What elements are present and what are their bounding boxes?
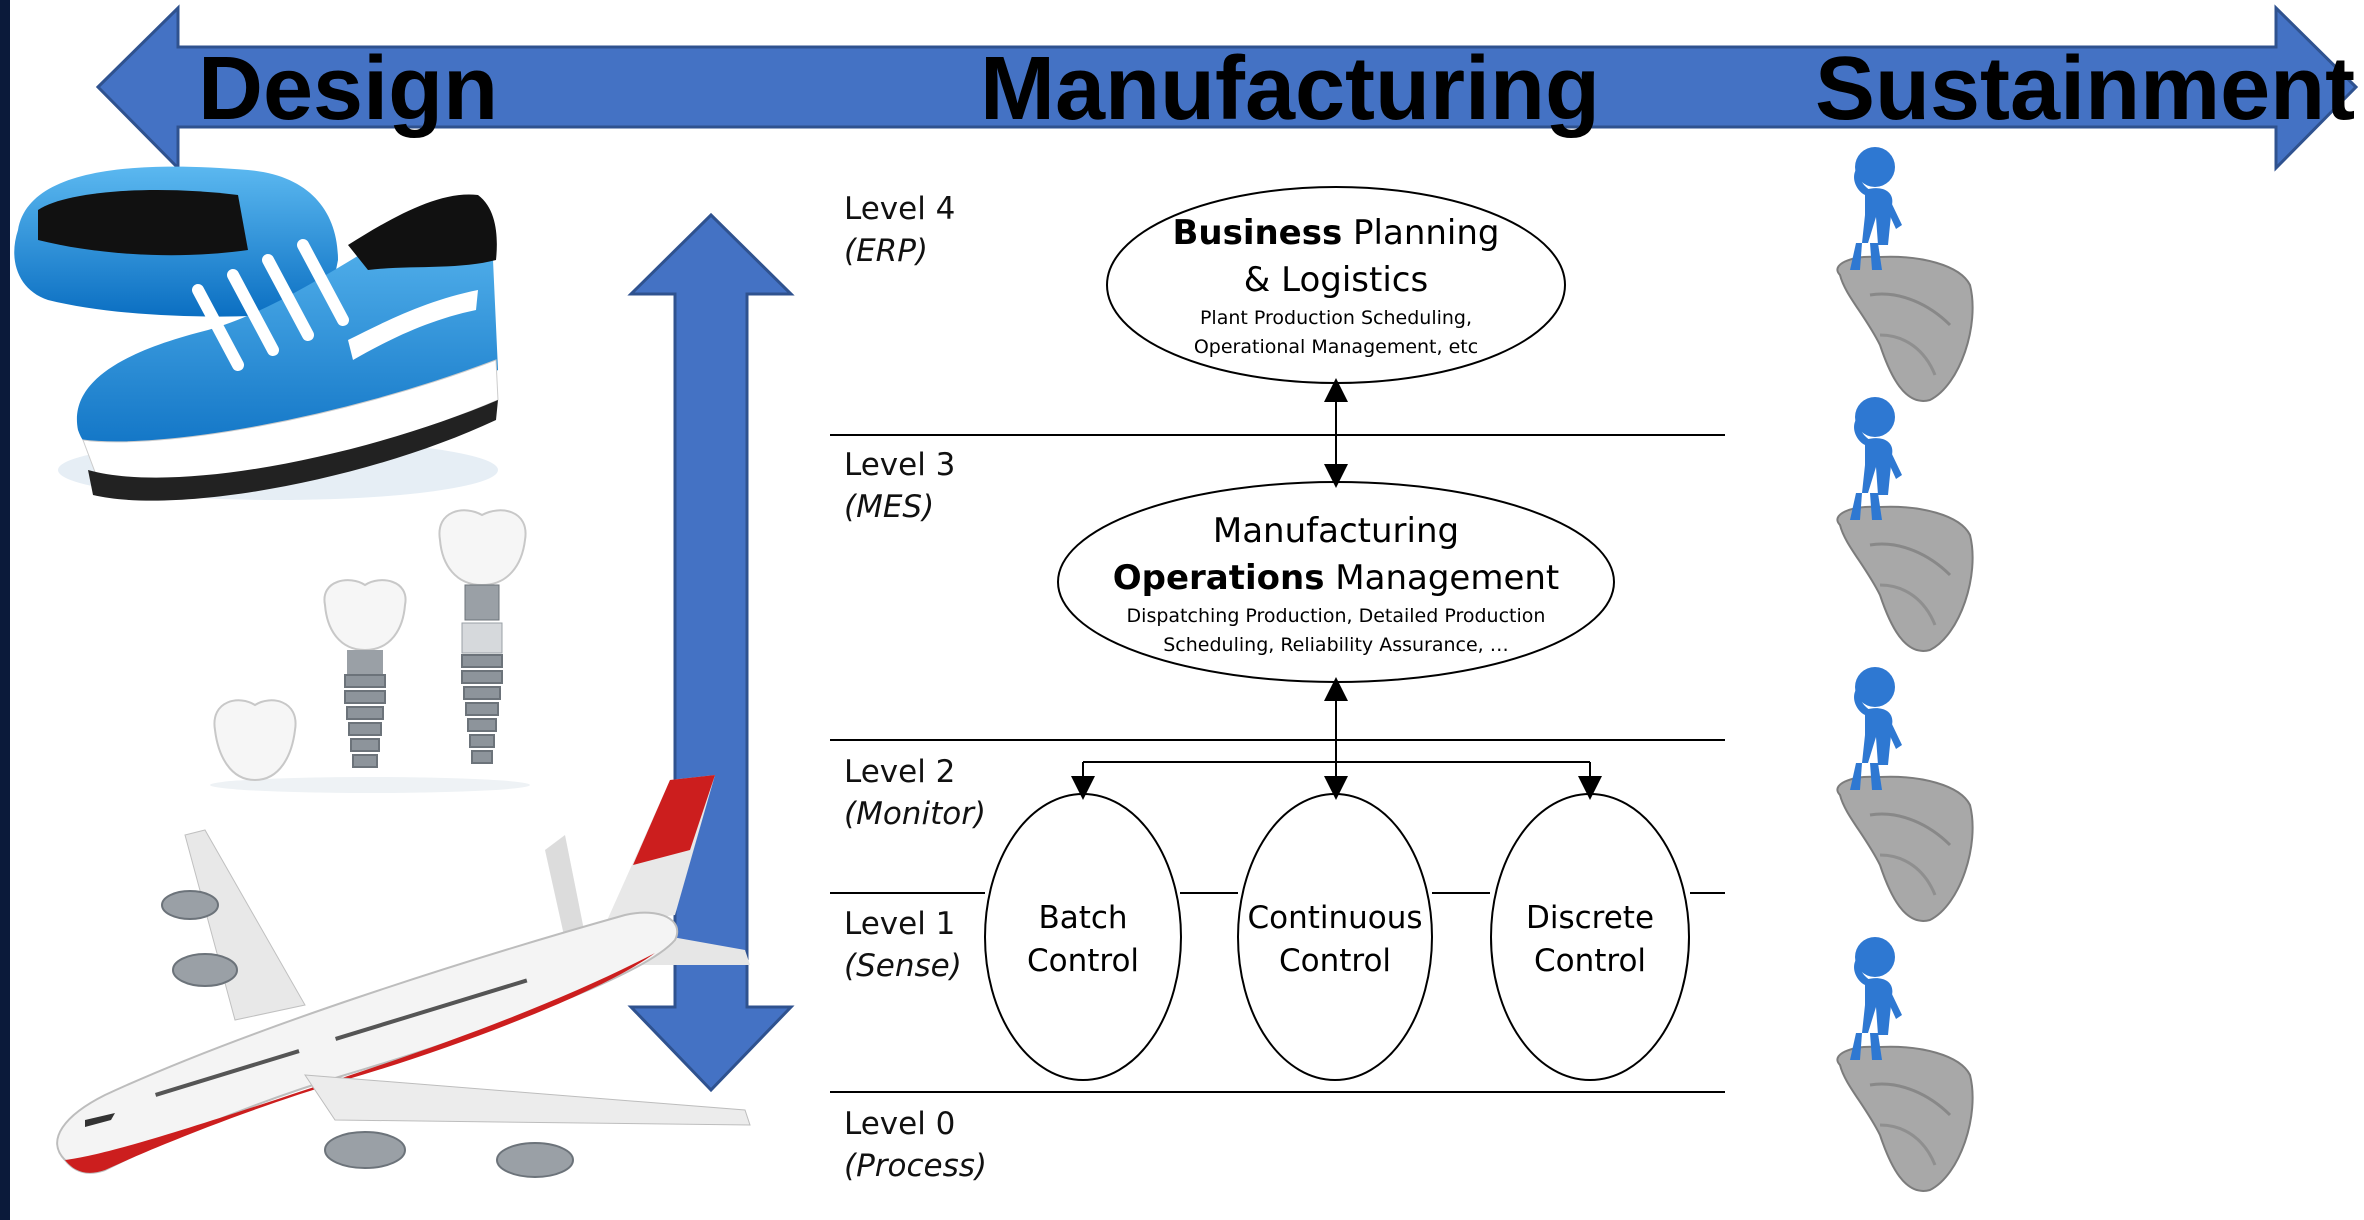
lifecycle-arrow	[95, 4, 2359, 172]
airplane-icon	[56, 775, 751, 1178]
shoe-icon	[14, 166, 499, 501]
operations-management-text: Manufacturing Operations Management Disp…	[1112, 511, 1560, 656]
phase-sustainment: Sustainment	[1815, 39, 2356, 139]
phase-design: Design	[198, 39, 499, 139]
vertical-level-arrow	[627, 212, 795, 1093]
thinking-figure-icon	[1835, 665, 1975, 923]
level-2-label: Level 2(Monitor)	[844, 754, 987, 832]
level-0-label: Level 0(Process)	[844, 1106, 988, 1184]
thinking-figure-icon	[1835, 145, 1975, 403]
thinking-figures-column	[1835, 145, 1975, 1193]
level-1-label: Level 1(Sense)	[844, 906, 962, 984]
business-planning-text: Business Planning & Logistics Plant Prod…	[1172, 213, 1500, 358]
thinking-figure-icon	[1835, 935, 1975, 1193]
left-edge-bar	[0, 0, 10, 1220]
dental-implant-icon	[210, 509, 530, 793]
level-4-label: Level 4(ERP)	[844, 191, 956, 269]
phase-manufacturing: Manufacturing	[980, 39, 1600, 139]
level-3-label: Level 3(MES)	[844, 447, 956, 525]
thinking-figure-icon	[1835, 395, 1975, 653]
